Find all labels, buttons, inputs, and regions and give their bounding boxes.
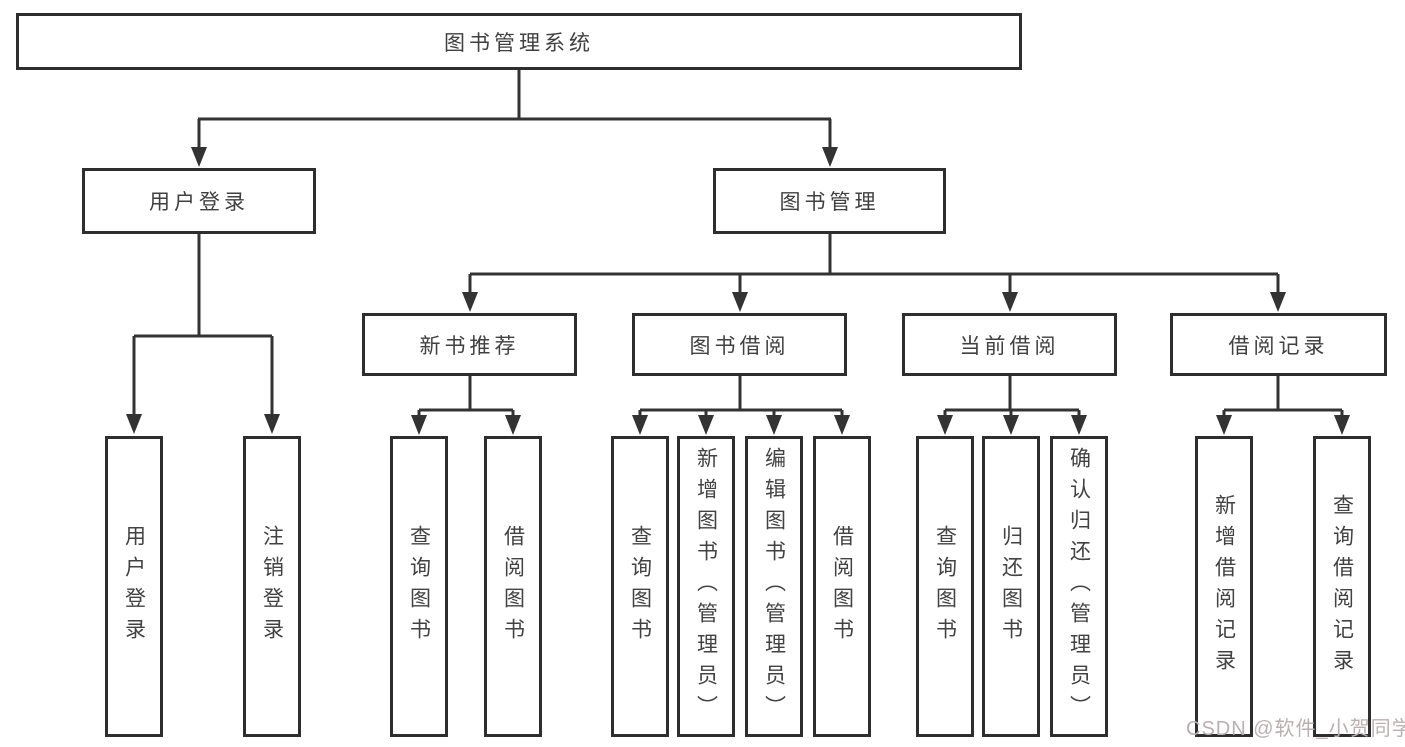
node-label: 归还图书 xyxy=(999,524,1023,649)
node-borrowing-records: 借阅记录 xyxy=(1170,313,1387,376)
connector-book-management-to-level3 xyxy=(462,232,1286,312)
node-label: 查询借阅记录 xyxy=(1330,493,1354,680)
leaf-logout: 注销登录 xyxy=(243,436,301,737)
connector-root-to-level2 xyxy=(191,68,838,167)
node-label: 新书推荐 xyxy=(419,334,520,358)
node-label: 新增图书（管理员） xyxy=(694,447,718,726)
leaf-edit-book-admin: 编辑图书（管理员） xyxy=(745,436,803,737)
connector-borrowing-records-to-leaves xyxy=(1216,375,1350,435)
leaf-add-borrow-record: 新增借阅记录 xyxy=(1195,436,1253,737)
node-label: 新增借阅记录 xyxy=(1212,493,1236,680)
node-book-management: 图书管理 xyxy=(713,168,946,234)
node-label: 查询图书 xyxy=(628,524,652,649)
node-label: 注销登录 xyxy=(260,524,284,649)
leaf-query-books-2: 查询图书 xyxy=(611,436,669,737)
leaf-borrow-books-1: 借阅图书 xyxy=(484,436,542,737)
node-label: 图书管理系统 xyxy=(444,31,594,55)
node-user-login: 用户登录 xyxy=(82,168,316,234)
leaf-user-login: 用户登录 xyxy=(105,436,163,737)
node-label: 用户登录 xyxy=(122,524,146,649)
leaf-add-book-admin: 新增图书（管理员） xyxy=(677,436,735,737)
node-library-management-system: 图书管理系统 xyxy=(16,13,1022,70)
node-label: 图书借阅 xyxy=(689,334,790,358)
node-label: 查询图书 xyxy=(933,524,957,649)
node-label: 借阅图书 xyxy=(501,524,525,649)
leaf-borrow-books-2: 借阅图书 xyxy=(813,436,871,737)
node-new-book-recommend: 新书推荐 xyxy=(362,313,577,376)
node-current-borrowing: 当前借阅 xyxy=(902,313,1117,376)
connector-user-login-to-leaves xyxy=(126,232,280,434)
node-book-borrowing: 图书借阅 xyxy=(632,313,847,376)
leaf-confirm-return-admin: 确认归还（管理员） xyxy=(1050,436,1108,737)
connector-new-book-recommend-to-leaves xyxy=(411,375,521,435)
connector-book-borrowing-to-leaves xyxy=(632,375,850,435)
leaf-query-books-3: 查询图书 xyxy=(916,436,974,737)
node-label: 当前借阅 xyxy=(959,334,1060,358)
node-label: 编辑图书（管理员） xyxy=(762,447,786,726)
connector-current-borrowing-to-leaves xyxy=(937,375,1087,435)
leaf-query-borrow-record: 查询借阅记录 xyxy=(1313,436,1371,737)
node-label: 借阅记录 xyxy=(1228,334,1329,358)
node-label: 查询图书 xyxy=(407,524,431,649)
node-label: 用户登录 xyxy=(149,191,249,214)
leaf-query-books-1: 查询图书 xyxy=(390,436,448,737)
csdn-watermark: CSDN @软件_小贺同学 xyxy=(1186,718,1405,740)
node-label: 借阅图书 xyxy=(830,524,854,649)
node-label: 确认归还（管理员） xyxy=(1067,447,1091,726)
leaf-return-book: 归还图书 xyxy=(982,436,1040,737)
node-label: 图书管理 xyxy=(779,191,880,214)
